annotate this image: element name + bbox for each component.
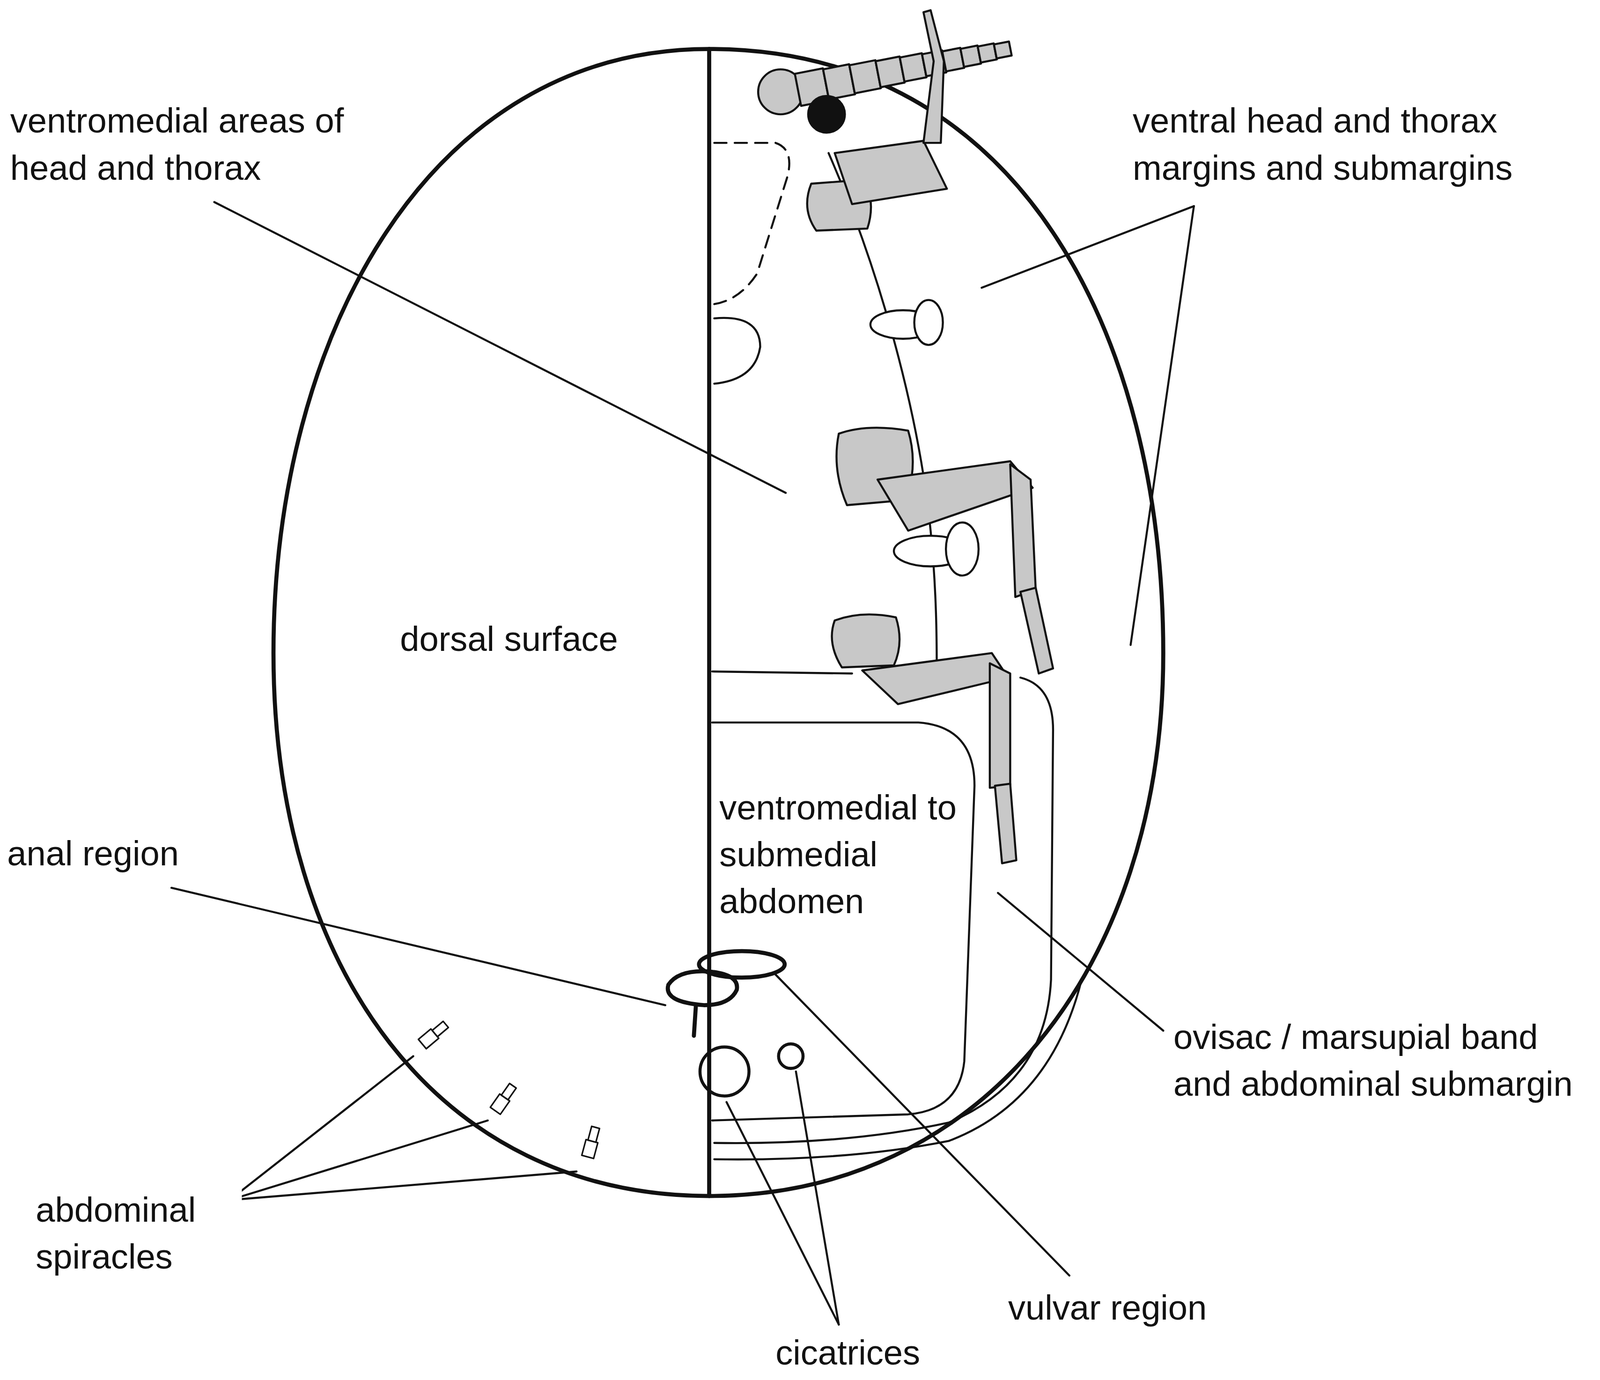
region-label: ventromedial areas of head and thorax: [7, 96, 411, 191]
region-label: dorsal surface: [398, 615, 620, 663]
region-label: ventral head and thorax margins and subm…: [1130, 96, 1589, 191]
region-label: anal region: [5, 829, 181, 877]
cicatrix: [700, 1047, 750, 1097]
eye: [808, 95, 845, 133]
anal-ring: [667, 971, 738, 1036]
thorax-abdomen-line: [712, 671, 853, 674]
front-leg: [807, 10, 948, 231]
region-label: ovisac / marsupial band and abdominal su…: [1171, 1013, 1594, 1107]
mouthparts: [714, 317, 760, 384]
region-label: ventromedial to submedial abdomen: [717, 783, 967, 925]
submedial-line: [712, 722, 975, 1121]
marsupial-band-line: [714, 979, 1082, 1160]
region-label: vulvar region: [1006, 1283, 1210, 1331]
dashed-area: [714, 142, 789, 304]
antenna: [794, 32, 1014, 106]
abdominal-spiracle: [418, 1019, 602, 1159]
leader-line: [171, 201, 1195, 1325]
cicatrix: [778, 1043, 804, 1069]
vulva: [699, 951, 785, 978]
body-outline: [273, 49, 1164, 1196]
midline: [707, 49, 712, 1196]
region-label: cicatrices: [773, 1328, 923, 1376]
region-label: abdominal spiracles: [33, 1185, 243, 1280]
